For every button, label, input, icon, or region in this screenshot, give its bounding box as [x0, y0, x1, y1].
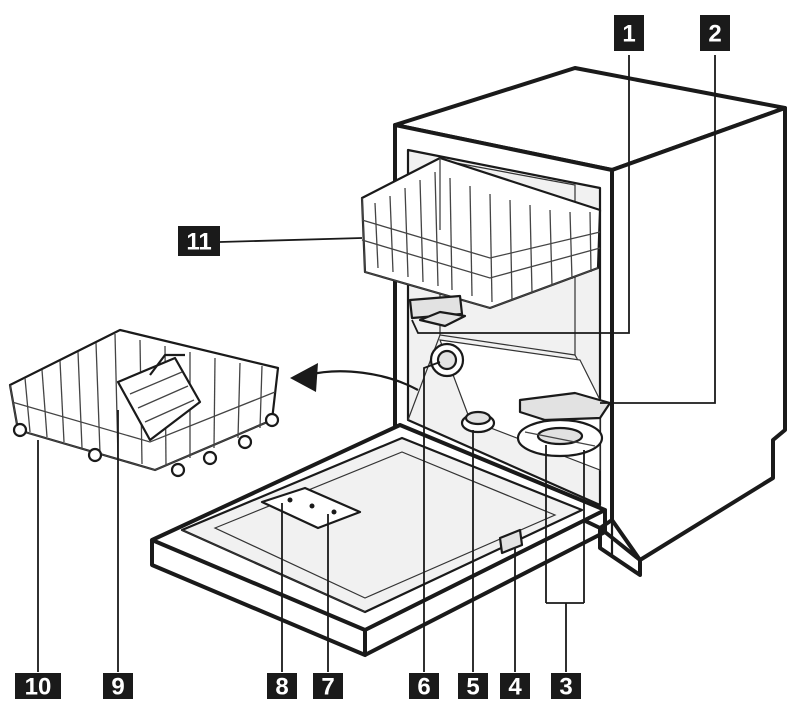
label-10: 10 [15, 673, 61, 701]
label-5: 5 [458, 673, 488, 701]
leader-3 [545, 445, 585, 672]
leader-2 [600, 55, 716, 404]
number-labels: 1 2 3 4 5 6 7 8 [15, 15, 730, 701]
label-8: 8 [267, 673, 297, 701]
svg-text:7: 7 [321, 674, 334, 701]
svg-text:4: 4 [508, 674, 522, 701]
svg-text:3: 3 [559, 674, 572, 701]
leader-lines [37, 55, 716, 672]
label-11: 11 [178, 226, 220, 256]
label-2: 2 [700, 15, 730, 51]
label-1: 1 [614, 15, 644, 51]
svg-text:2: 2 [708, 21, 721, 48]
svg-text:1: 1 [622, 21, 635, 48]
lower-basket [8, 328, 280, 478]
svg-text:11: 11 [186, 229, 211, 256]
label-4: 4 [500, 673, 530, 701]
leader-6 [423, 361, 441, 672]
lower-spray-arm [516, 391, 612, 458]
leader-1 [411, 55, 630, 334]
label-7: 7 [313, 673, 343, 701]
svg-text:10: 10 [25, 674, 52, 701]
upper-spray-arm [418, 310, 467, 328]
label-6: 6 [409, 673, 439, 701]
water-inlet [429, 342, 465, 378]
leader-11 [219, 237, 363, 243]
svg-text:9: 9 [111, 674, 124, 701]
label-9: 9 [103, 673, 133, 701]
svg-text:6: 6 [417, 674, 430, 701]
upper-basket [360, 156, 602, 320]
salt-container [460, 410, 496, 434]
removal-arrow [290, 363, 419, 392]
label-3: 3 [551, 673, 581, 701]
svg-text:5: 5 [466, 674, 479, 701]
svg-text:8: 8 [275, 674, 288, 701]
